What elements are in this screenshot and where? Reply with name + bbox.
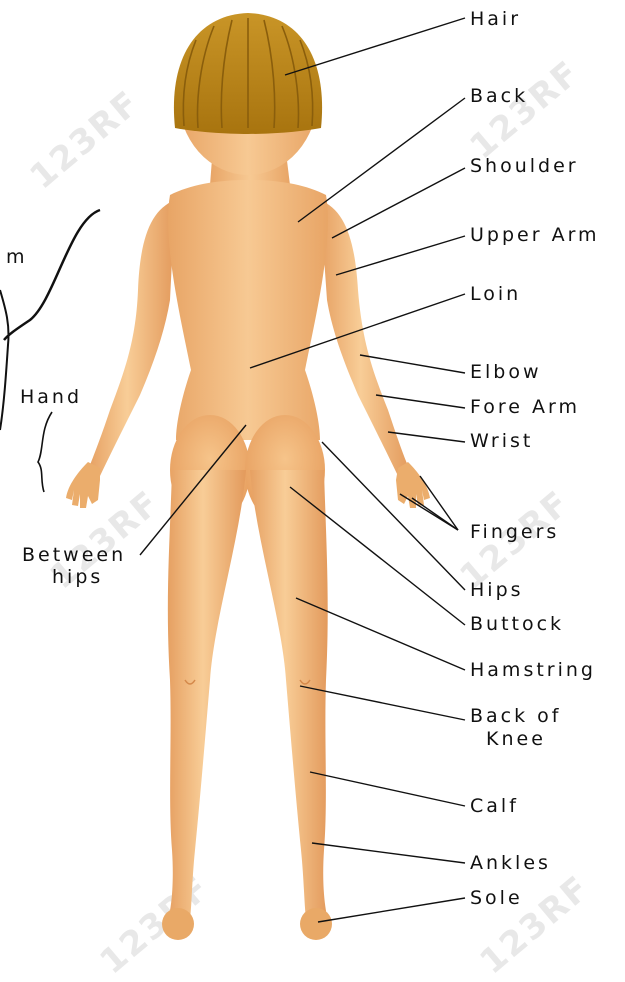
right-hand (396, 462, 430, 508)
right-arm (320, 200, 410, 476)
partial-figure-outline (4, 210, 100, 340)
left-arm (88, 200, 175, 476)
hand-brace (38, 412, 52, 492)
label-sole: Sole (470, 887, 523, 909)
label-back-of-knee: Back of (470, 705, 561, 727)
left-hand (66, 462, 100, 508)
label-hand: Hand (20, 386, 82, 408)
label-fore-arm: Fore Arm (470, 396, 580, 418)
right-leg (250, 470, 328, 920)
label-fingers: Fingers (470, 521, 559, 543)
label-hamstring: Hamstring (470, 659, 596, 681)
label-calf: Calf (470, 795, 519, 817)
label-shoulder: Shoulder (470, 155, 579, 177)
torso (168, 180, 328, 440)
label-cut-off-fragment: m (6, 246, 28, 268)
label-back: Back (470, 85, 528, 107)
right-foot (300, 908, 332, 940)
label-hips: Hips (470, 579, 524, 601)
partial-figure-outline (0, 290, 9, 430)
label-back-of-knee-2: Knee (486, 728, 546, 750)
label-upper-arm: Upper Arm (470, 224, 600, 246)
label-between-hips-2: hips (52, 566, 103, 588)
label-between-hips: Between (22, 544, 126, 566)
anatomy-diagram: 123RF 123RF 123RF 123RF 123RF 123RF (0, 0, 625, 951)
label-loin: Loin (470, 283, 521, 305)
label-wrist: Wrist (470, 430, 533, 452)
figure-svg (0, 0, 625, 951)
label-ankles: Ankles (470, 852, 551, 874)
label-buttock: Buttock (470, 613, 564, 635)
left-leg (168, 470, 246, 920)
label-hair: Hair (470, 8, 521, 30)
left-foot (162, 908, 194, 940)
label-elbow: Elbow (470, 361, 542, 383)
